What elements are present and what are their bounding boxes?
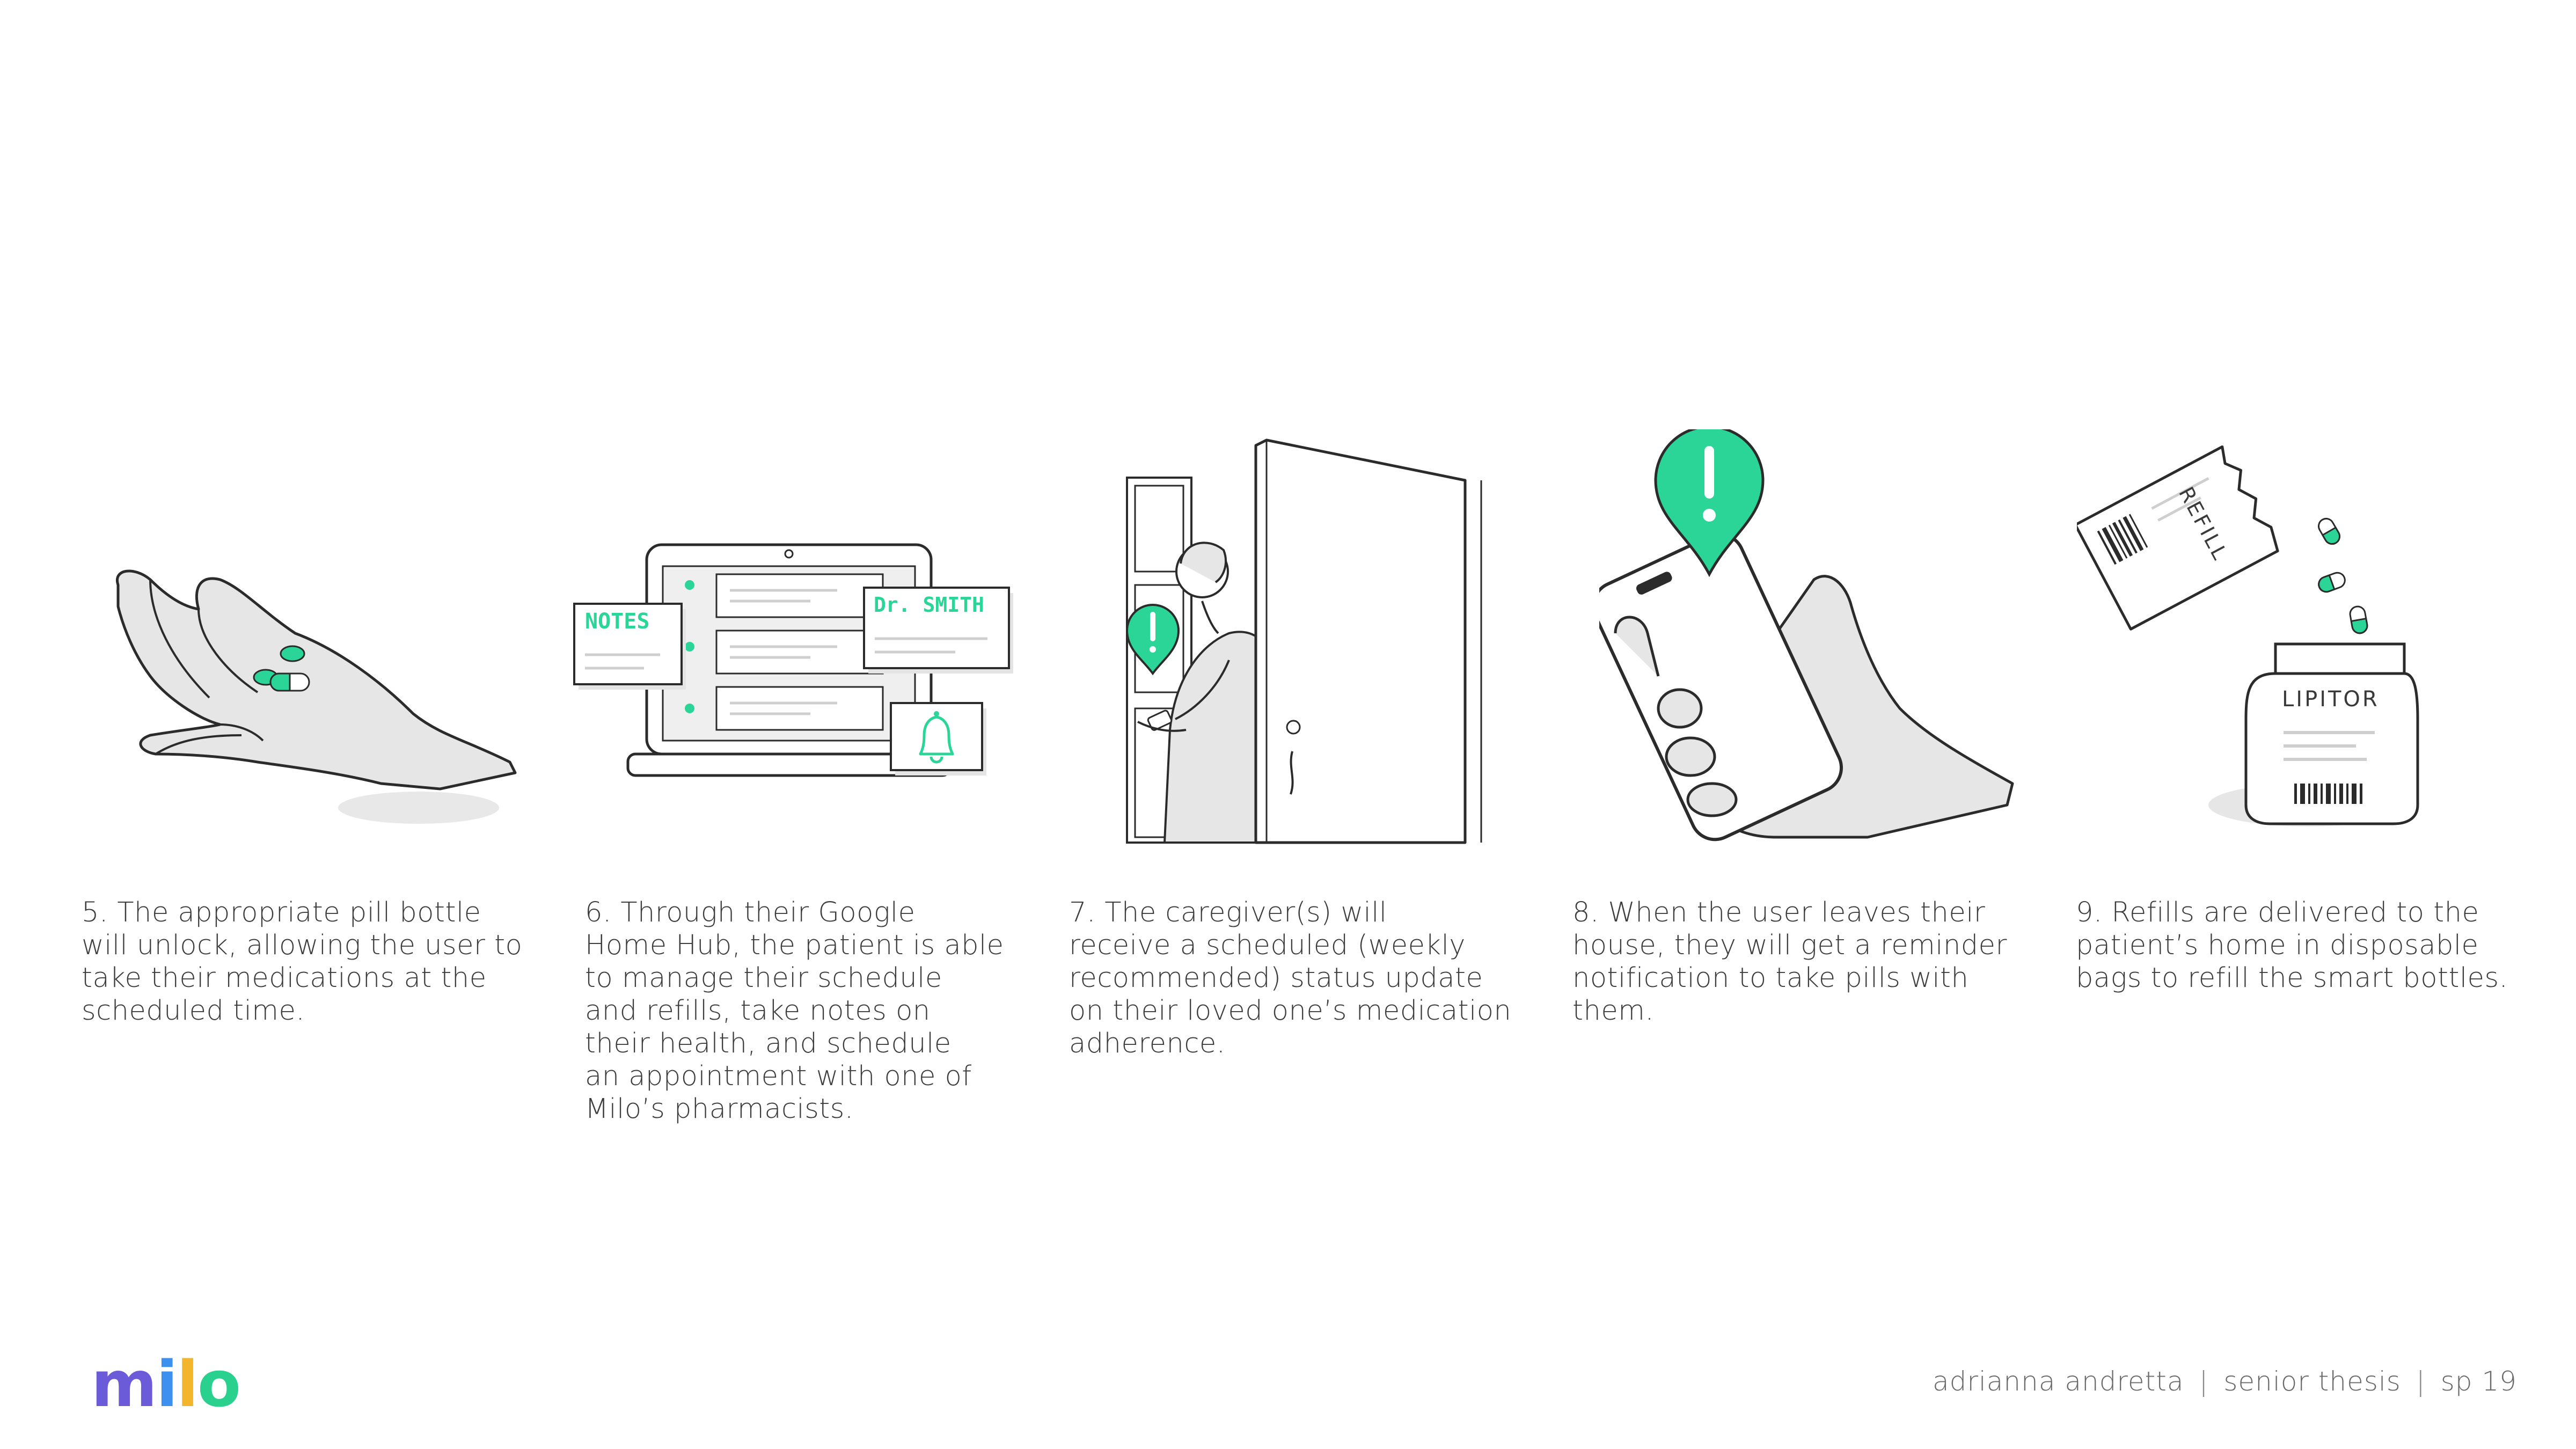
doctor-label: Dr. SMITH: [874, 593, 984, 617]
notes-label: NOTES: [585, 609, 650, 634]
logo-letter: m: [91, 1347, 157, 1421]
footer-page: sp 19: [2440, 1366, 2517, 1397]
logo-letter: o: [197, 1347, 241, 1421]
hand-shape: [115, 569, 517, 791]
footer-course: senior thesis: [2223, 1366, 2401, 1397]
step-9-caption: 9. Refills are delivered to the patient’…: [2076, 897, 2508, 994]
footer-author: adrianna andretta: [1932, 1366, 2184, 1397]
step-8-caption: 8. When the user leaves their house, the…: [1572, 897, 2008, 1027]
hand-with-pills-illustration: [115, 569, 517, 824]
phone-notification-illustration: [1599, 429, 2014, 841]
refill-bag: [2077, 445, 2279, 631]
milo-logo: milo: [91, 1347, 241, 1421]
logo-letter: i: [156, 1347, 178, 1421]
pill-bottle: [2244, 672, 2419, 825]
door: [1254, 438, 1467, 844]
capsule-icon: [2318, 517, 2340, 545]
pill-icon: [280, 645, 305, 662]
capsule-icon: [2318, 572, 2346, 593]
logo-letter: l: [177, 1347, 198, 1421]
caregiver-door-illustration: [1125, 438, 1482, 844]
alert-pin-icon: [1654, 429, 1765, 577]
step-5-caption: 5. The appropriate pill bottle will unlo…: [82, 897, 523, 1027]
barcode-icon: [2294, 784, 2362, 804]
refill-delivery-illustration: REFILL LIPITOR: [2077, 419, 2463, 848]
footer-credits: adrianna andretta|senior thesis|sp 19: [1932, 1366, 2517, 1397]
bell-icon: [919, 711, 954, 764]
alert-pin-icon: [1125, 604, 1180, 676]
step-7-caption: 7. The caregiver(s) will receive a sched…: [1069, 897, 1512, 1059]
step-6-caption: 6. Through their Google Home Hub, the pa…: [585, 897, 1004, 1125]
capsule-icon: [2349, 605, 2368, 634]
home-hub-illustration: NOTES Dr. SMITH: [569, 537, 1036, 794]
barcode-icon: [2097, 514, 2148, 565]
bottle-label: LIPITOR: [2282, 687, 2380, 712]
phone: [1599, 532, 1843, 841]
